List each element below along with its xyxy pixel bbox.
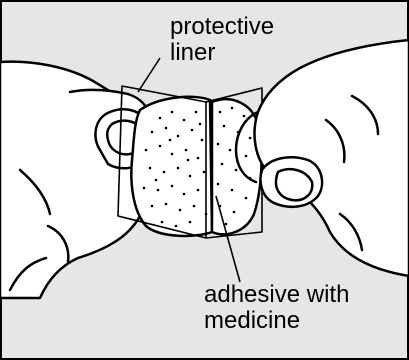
- protective-liner-label-line2: liner: [170, 40, 274, 66]
- protective-liner-label-line1: protective: [170, 14, 274, 40]
- adhesive-with-medicine-label: adhesive with medicine: [204, 282, 349, 334]
- adhesive-patch-left: [131, 97, 212, 236]
- adhesive-label-line1: adhesive with: [204, 282, 349, 308]
- adhesive-label-line2: medicine: [204, 308, 349, 334]
- protective-liner-label: protective liner: [170, 14, 274, 66]
- adhesive-patch-right: [212, 99, 261, 234]
